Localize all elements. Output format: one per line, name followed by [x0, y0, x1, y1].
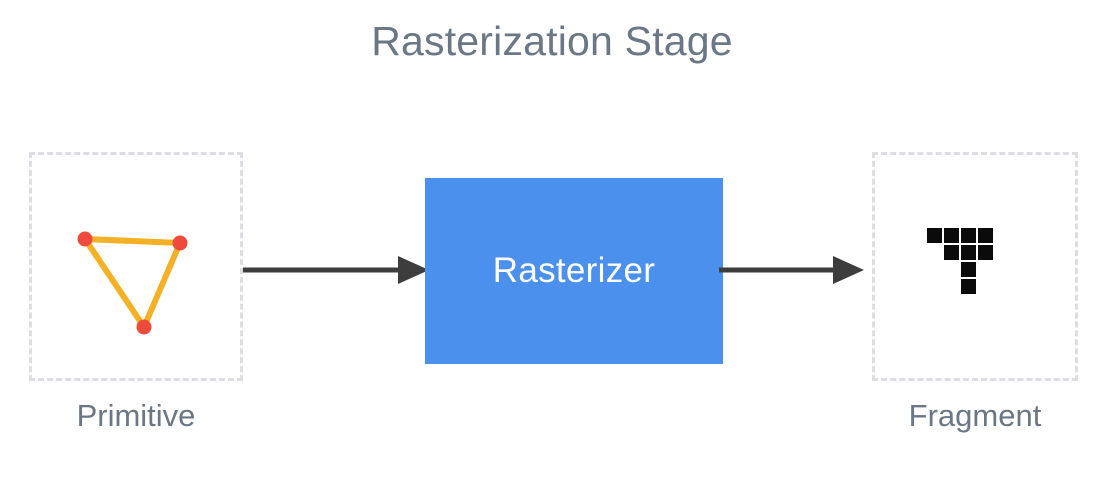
pixel-fragment-icon	[927, 228, 997, 298]
arrow-head	[398, 256, 429, 284]
pixel-cell	[961, 245, 976, 260]
rasterizer-label: Rasterizer	[492, 251, 656, 290]
arrow-primitive-to-rasterizer	[243, 256, 429, 284]
triangle-vertex-dot	[172, 235, 188, 251]
pixel-cell	[978, 228, 993, 243]
arrow-rasterizer-to-fragment	[719, 256, 864, 284]
arrow-head	[833, 256, 864, 284]
page-title: Rasterization Stage	[371, 18, 733, 64]
pixel-cell	[961, 228, 976, 243]
triangle-vertex-dot	[136, 319, 152, 335]
fragment-caption: Fragment	[908, 398, 1042, 433]
pixel-cell	[927, 228, 942, 243]
primitive-caption: Primitive	[76, 398, 196, 433]
primitive-container	[29, 152, 243, 381]
pixel-cell	[961, 279, 976, 294]
triangle-edges	[82, 236, 183, 330]
pixel-cell	[961, 262, 976, 277]
rasterizer-node[interactable]: Rasterizer	[425, 178, 723, 364]
pixel-cell	[978, 245, 993, 260]
triangle-vertex-dot	[77, 231, 93, 247]
pixel-cell	[944, 228, 959, 243]
pixel-cell	[944, 245, 959, 260]
triangle-primitive-icon	[77, 231, 188, 335]
